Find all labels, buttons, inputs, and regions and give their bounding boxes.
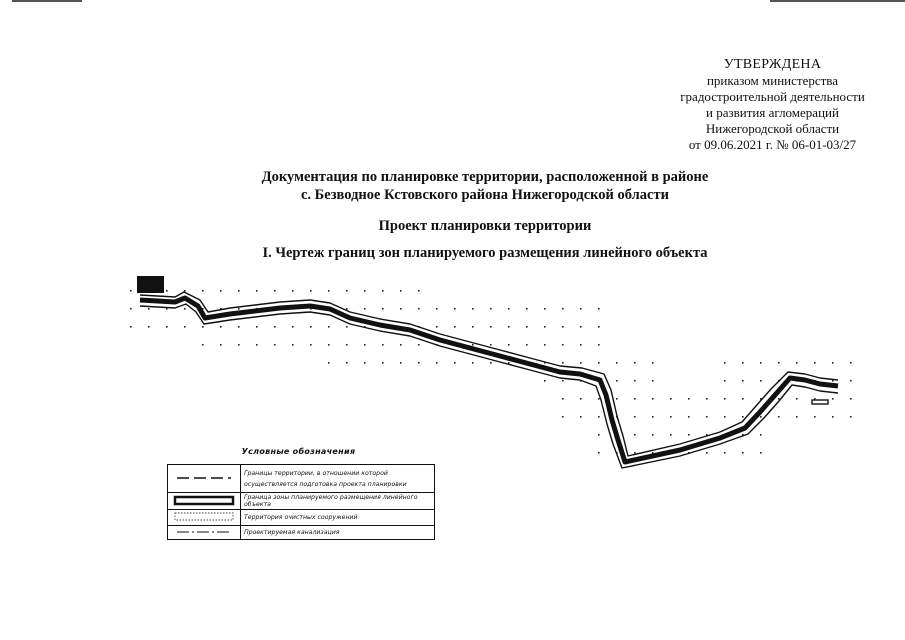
scan-edge-right (770, 0, 905, 2)
legend-row: Проектируемая канализация (167, 525, 435, 540)
sewer-line-icon (167, 525, 241, 540)
legend-row: Территория очистных сооружений (167, 509, 435, 526)
dotted-rectangle-icon (167, 509, 241, 526)
legend-title: Условные обозначения (241, 447, 356, 456)
title-line-1: Документация по планировке территории, р… (261, 169, 709, 185)
section-title: I. Чертеж границ зон планируемого размещ… (262, 245, 708, 261)
legend-label: Граница зоны планируемого размещения лин… (240, 492, 435, 510)
legend-row: Граница зоны планируемого размещения лин… (167, 492, 435, 510)
approval-line: Нижегородской области (705, 121, 840, 136)
document-title: Документация по планировке территории, р… (200, 168, 770, 204)
scan-edge-left (12, 0, 82, 2)
legend-row: Границы территории, в отношении которой … (167, 464, 435, 493)
legend-label: Границы территории, в отношении которой … (240, 464, 435, 493)
marker-rect (811, 399, 829, 405)
treatment-facility (137, 276, 164, 293)
title-line-2: с. Безводное Кстовского района Нижегород… (301, 187, 669, 203)
document-subtitle: Проект планировки территории (378, 218, 592, 234)
legend: Условные обозначения Границы территории,… (167, 447, 435, 540)
linear-object-route (139, 291, 839, 469)
legend-label-line: осуществляется подготовка проекта планир… (244, 480, 407, 488)
legend-label: Территория очистных сооружений (240, 509, 435, 526)
legend-table: Границы территории, в отношении которой … (167, 464, 435, 540)
approval-stamp: УТВЕРЖДЕНА приказом министерства градост… (640, 57, 905, 153)
dashed-line-icon (167, 464, 241, 493)
legend-label: Проектируемая канализация (240, 525, 435, 540)
approval-line: градостроительной деятельности (680, 89, 865, 104)
approval-line: и развития агломераций (706, 105, 839, 120)
approval-heading: УТВЕРЖДЕНА (723, 57, 822, 72)
approval-line: приказом министерства (706, 73, 839, 88)
thick-rectangle-icon (167, 492, 241, 510)
approval-date-number: от 09.06.2021 г. № 06-01-03/27 (688, 137, 857, 152)
legend-label-line: Границы территории, в отношении которой (244, 469, 388, 477)
